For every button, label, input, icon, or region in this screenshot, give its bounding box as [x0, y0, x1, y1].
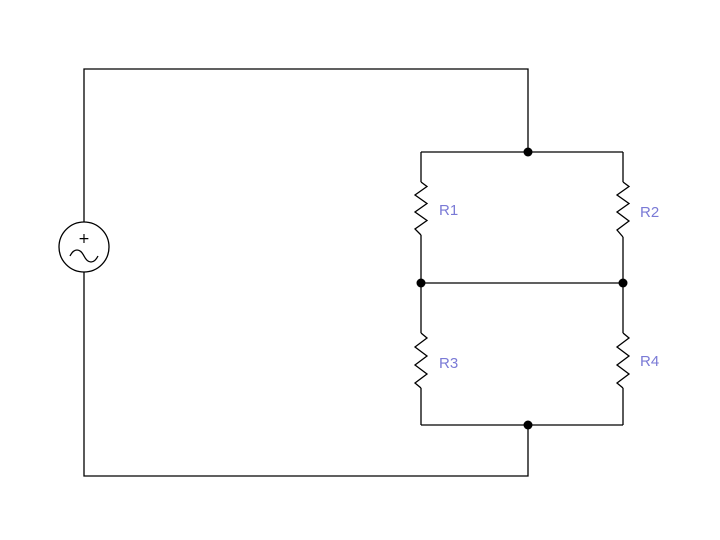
- resistor-r3: R3: [413, 332, 458, 389]
- source-plus-symbol: +: [78, 231, 90, 247]
- wire-source-top: [83, 68, 529, 222]
- wire-source-bottom: [83, 272, 529, 477]
- ac-source-icon: +: [58, 221, 110, 273]
- sine-wave-icon: [69, 249, 99, 263]
- junction-node-bottom: [523, 420, 533, 430]
- resistor-label-r4: R4: [640, 353, 659, 370]
- resistor-label-r1: R1: [439, 202, 458, 219]
- resistor-r2: R2: [615, 181, 659, 238]
- resistor-label-r2: R2: [640, 204, 659, 221]
- resistor-label-r3: R3: [439, 355, 458, 372]
- junction-node-mid-right: [618, 278, 628, 288]
- resistor-r1: R1: [413, 181, 458, 236]
- junction-node-mid-left: [416, 278, 426, 288]
- junction-node-top: [523, 147, 533, 157]
- resistor-r4: R4: [615, 332, 659, 389]
